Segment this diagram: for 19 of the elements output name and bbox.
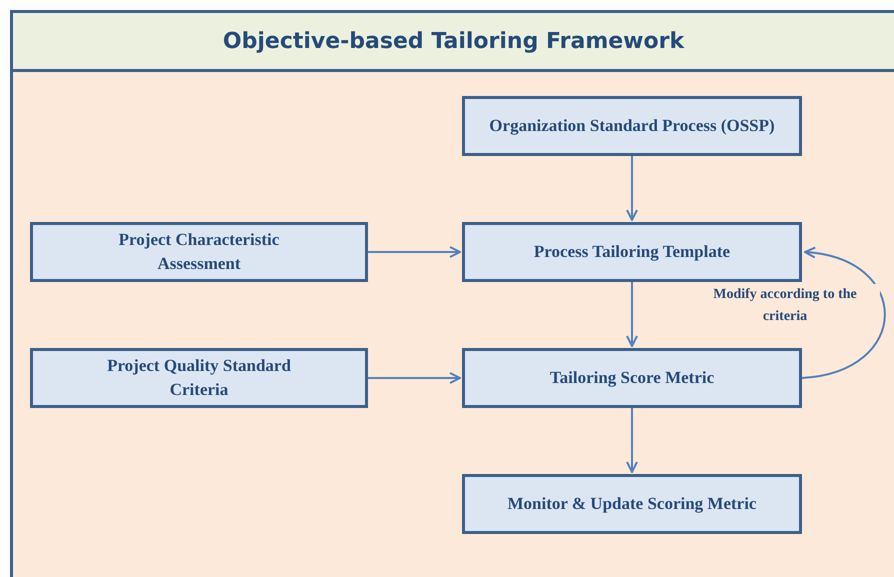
process-box <box>462 222 802 282</box>
process-box <box>30 222 368 282</box>
process-box <box>462 96 802 156</box>
box-label: Project Characteristic Assessment <box>118 229 280 275</box>
arrow <box>626 408 638 473</box>
diagram-title: Objective-based Tailoring Framework <box>222 28 684 54</box>
box-label: Organization Standard Process (OSSP) <box>489 115 775 138</box>
arrow <box>368 246 461 258</box>
process-box <box>30 348 368 408</box>
arrow <box>626 282 638 347</box>
process-box <box>462 474 802 534</box>
arrow <box>626 156 638 221</box>
box-label: Tailoring Score Metric <box>550 367 714 390</box>
arrow <box>802 248 886 379</box>
box-label: Process Tailoring Template <box>534 241 730 264</box>
box-label: Monitor & Update Scoring Metric <box>508 493 756 516</box>
process-box <box>462 348 802 408</box>
box-label: Project Quality Standard Criteria <box>106 355 292 401</box>
arrow <box>368 372 461 384</box>
